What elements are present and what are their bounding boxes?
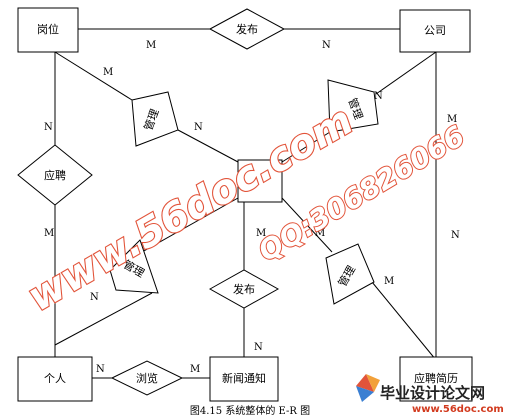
line-post-manage [54,51,133,101]
relationship-manage-person: 管理 [109,239,159,294]
entity-company-label: 公司 [424,24,446,37]
entity-post: 岗位 [17,7,79,53]
entity-center [237,159,283,203]
relationship-browse-shape [110,360,184,396]
relationship-manage-company-shape [327,79,379,133]
cardinality-company-resume: M [447,114,457,125]
relationship-manage-company: 管理 [327,79,379,133]
relationship-publish-news-shape [208,269,280,309]
entity-news: 新闻通知 [209,356,279,402]
line-center-manage-resume [281,197,333,253]
line-manage-center [177,129,239,163]
cardinality-company-publish: N [322,40,331,51]
line-manage-person-person [54,292,153,346]
relationship-manage-resume-shape [325,243,375,305]
entity-resume-box [399,356,473,402]
relationship-apply-shape [17,144,93,206]
relationship-publish-news: 发布 [208,269,280,309]
line-company-manage [375,51,437,95]
entity-resume-label: 应聘简历 [414,371,458,385]
cardinality-company-manage: N [374,91,383,102]
line-manage-center-right [281,131,331,163]
cardinality-browse-news: M [190,364,200,375]
cardinality-center-publish: M [256,228,266,239]
entity-news-label: 新闻通知 [222,371,266,385]
relationship-publish-top-shape [208,8,286,50]
entity-company: 公司 [399,9,471,53]
relationship-manage-post-shape [131,91,179,147]
cardinality-labels: M N M N N N M M N M M M N N N M [44,40,460,375]
logo-title: 毕业设计论文网 [380,384,485,402]
cardinality-center-manage-resume: M [315,228,325,239]
cardinality-person-browse: N [96,364,105,375]
line-manage-resume-resume [371,281,437,361]
figure-caption: 图4.15 系统整体的 E-R 图 [190,404,310,417]
entity-news-box [209,356,279,402]
relationship-manage-person-shape [109,239,159,294]
relationship-apply-label: 应聘 [44,168,66,182]
entity-company-box [399,9,471,53]
entity-post-label: 岗位 [37,22,59,36]
relationship-publish-news-label: 发布 [233,282,255,296]
cardinality-apply-person: M [44,228,54,239]
relationship-publish-top: 发布 [208,8,286,50]
entity-center-box [237,159,283,203]
entity-post-box [17,7,79,53]
cardinality-manage-person-person: N [90,292,99,303]
logo-url: www.56doc.com [412,404,504,415]
entity-person-label: 个人 [44,372,66,385]
relationship-browse: 浏览 [110,360,184,396]
cardinality-manage-resume-resume: M [384,276,394,287]
cardinality-manage-center: N [194,122,203,133]
relationship-manage-post: 管理 [131,91,179,147]
cardinality-post-manage: M [103,67,113,78]
cardinality-post-publish: M [146,40,156,51]
entity-person-box [17,356,93,402]
cardinality-post-apply: N [44,122,53,133]
relationship-apply: 应聘 [17,144,93,206]
entity-person: 个人 [17,356,93,402]
cardinality-resume-apply: N [451,230,460,241]
site-logo: 毕业设计论文网 www.56doc.com [356,374,504,415]
relationship-manage-resume: 管理 [325,243,375,305]
logo-mark-icon [356,374,380,402]
cardinality-publish-news: N [254,342,263,353]
entity-resume: 应聘简历 [399,356,473,402]
relationship-browse-label: 浏览 [136,371,158,385]
relationship-publish-top-label: 发布 [236,22,258,36]
